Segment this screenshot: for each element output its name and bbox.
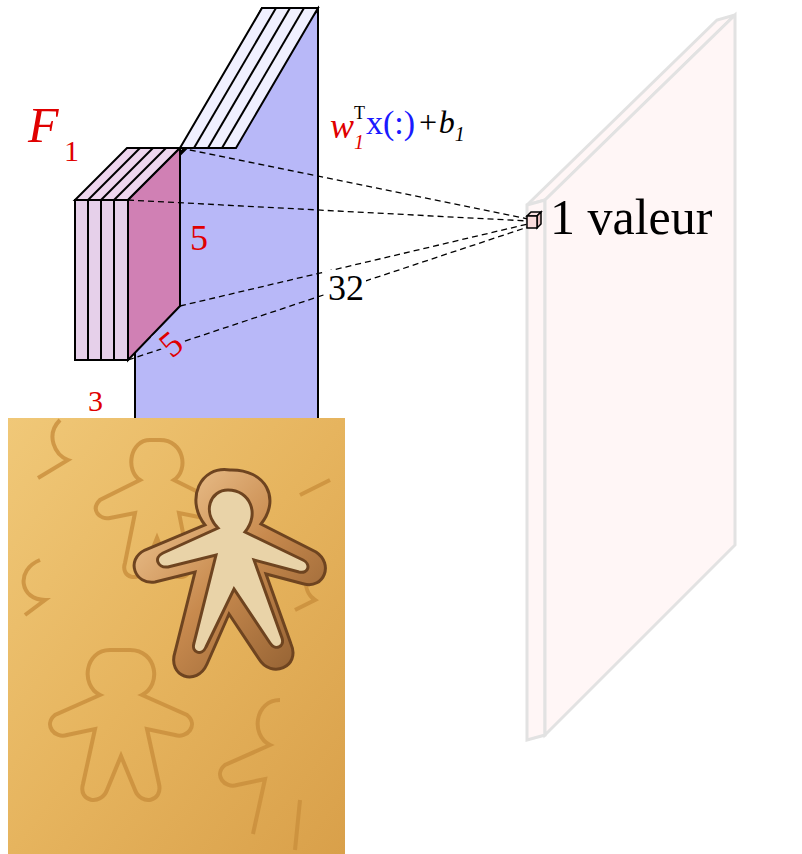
bias-index: 1 (455, 124, 465, 144)
input-size: 32 (326, 270, 366, 306)
cookie-cutter-photo (8, 418, 345, 854)
transpose-mark: T (354, 104, 365, 122)
filter-index: 1 (64, 136, 79, 166)
filter-depth: 3 (88, 386, 103, 416)
input-vector: x(:) (366, 106, 415, 140)
output-cell (527, 212, 541, 228)
projection-lines (128, 148, 528, 360)
weight-symbol: w (330, 108, 354, 144)
filter-height: 5 (190, 220, 208, 256)
weight-index: 1 (354, 132, 364, 152)
output-value: 1 valeur (550, 192, 712, 242)
output-map (527, 15, 735, 740)
filter-name: F (28, 100, 59, 150)
bias-symbol: +b (417, 106, 455, 138)
